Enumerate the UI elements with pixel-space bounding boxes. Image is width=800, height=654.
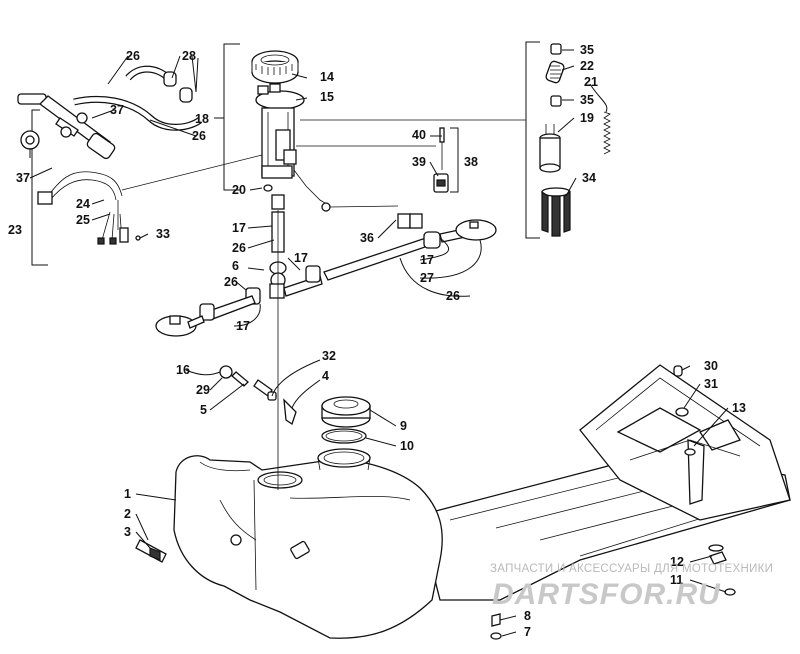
callout-34: 34 — [582, 171, 596, 185]
callout-39: 39 — [412, 155, 426, 169]
callout-26: 26 — [126, 49, 140, 63]
callout-26: 26 — [224, 275, 238, 289]
watermark-brand: DARTSFOR.RU — [492, 578, 721, 611]
callout-6: 6 — [232, 259, 239, 273]
callout-20: 20 — [232, 183, 246, 197]
fuel-rail-assembly — [17, 93, 116, 160]
callout-19: 19 — [580, 111, 594, 125]
callout-21: 21 — [584, 75, 598, 89]
small-fittings — [219, 365, 297, 426]
callout-15: 15 — [320, 90, 334, 104]
callout-2: 2 — [124, 507, 131, 521]
callout-24: 24 — [76, 197, 90, 211]
fuel-pump-assembly — [251, 50, 399, 212]
callout-28: 28 — [182, 49, 196, 63]
sender-parts — [397, 127, 449, 229]
callout-10: 10 — [400, 439, 414, 453]
callout-4: 4 — [322, 369, 329, 383]
callout-3: 3 — [124, 525, 131, 539]
watermark-caption: ЗАПЧАСТИ И АКСЕССУАРЫ ДЛЯ МОТОТЕХНИКИ — [490, 563, 773, 575]
callout-26: 26 — [446, 289, 460, 303]
callout-8: 8 — [524, 609, 531, 623]
callout-25: 25 — [76, 213, 90, 227]
callout-33: 33 — [156, 227, 170, 241]
pump-internals — [539, 43, 611, 237]
callout-37: 37 — [16, 171, 30, 185]
callout-labels: 26 28 14 15 37 18 26 37 20 24 25 23 33 1… — [8, 43, 746, 639]
callout-23: 23 — [8, 223, 22, 237]
callout-30: 30 — [704, 359, 718, 373]
callout-7: 7 — [524, 625, 531, 639]
callout-17: 17 — [420, 253, 434, 267]
callout-1: 1 — [124, 487, 131, 501]
callout-16: 16 — [176, 363, 190, 377]
callout-17: 17 — [232, 221, 246, 235]
callout-22: 22 — [580, 59, 594, 73]
callout-31: 31 — [704, 377, 718, 391]
callout-38: 38 — [464, 155, 478, 169]
callout-27: 27 — [420, 271, 434, 285]
callout-9: 9 — [400, 419, 407, 433]
fuel-line-fittings — [155, 194, 497, 337]
watermark: ЗАПЧАСТИ И АКСЕССУАРЫ ДЛЯ МОТОТЕХНИКИ DA… — [490, 563, 773, 611]
callout-32: 32 — [322, 349, 336, 363]
callout-12: 12 — [670, 555, 684, 569]
callout-18: 18 — [195, 112, 209, 126]
callout-36: 36 — [360, 231, 374, 245]
fuel-tank — [135, 364, 791, 640]
fuel-cap — [321, 396, 371, 444]
callout-35: 35 — [580, 43, 594, 57]
group-brackets — [31, 41, 540, 266]
callout-26: 26 — [192, 129, 206, 143]
callout-29: 29 — [196, 383, 210, 397]
callout-17: 17 — [294, 251, 308, 265]
callout-13: 13 — [732, 401, 746, 415]
callout-35: 35 — [580, 93, 594, 107]
callout-26: 26 — [232, 241, 246, 255]
callout-5: 5 — [200, 403, 207, 417]
wiring-harness — [37, 171, 141, 245]
callout-40: 40 — [412, 128, 426, 142]
callout-17: 17 — [236, 319, 250, 333]
callout-11: 11 — [670, 573, 683, 587]
callout-14: 14 — [320, 70, 334, 84]
leader-lines — [29, 49, 729, 637]
callout-37: 37 — [110, 103, 124, 117]
